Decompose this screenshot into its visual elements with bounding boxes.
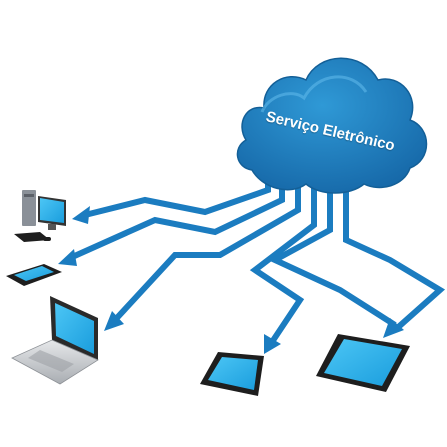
tablet-icon (316, 334, 410, 392)
arrowhead-desktop (72, 206, 90, 224)
arrowhead-laptop (104, 311, 124, 331)
desktop-computer-icon (22, 190, 66, 230)
arrowhead-smartphone (264, 334, 281, 354)
arrow-to-tablet-inner (268, 175, 397, 328)
keyboard-icon (14, 232, 51, 242)
connector-arrows (68, 170, 446, 344)
cloud-shape (236, 57, 428, 194)
arrowhead-tablet (383, 318, 404, 338)
arrow-heads (58, 206, 404, 354)
arrow-to-laptop (112, 172, 301, 323)
laptop-icon (11, 296, 99, 385)
mobile-phone-icon (6, 264, 62, 286)
arrowhead-phone (58, 249, 77, 266)
arrow-to-desktop (84, 170, 271, 218)
arrow-to-phone (68, 172, 285, 261)
arrow-to-tablet-outer (343, 178, 446, 333)
smartphone-icon (200, 352, 264, 396)
arrow-to-smartphone (249, 172, 317, 344)
